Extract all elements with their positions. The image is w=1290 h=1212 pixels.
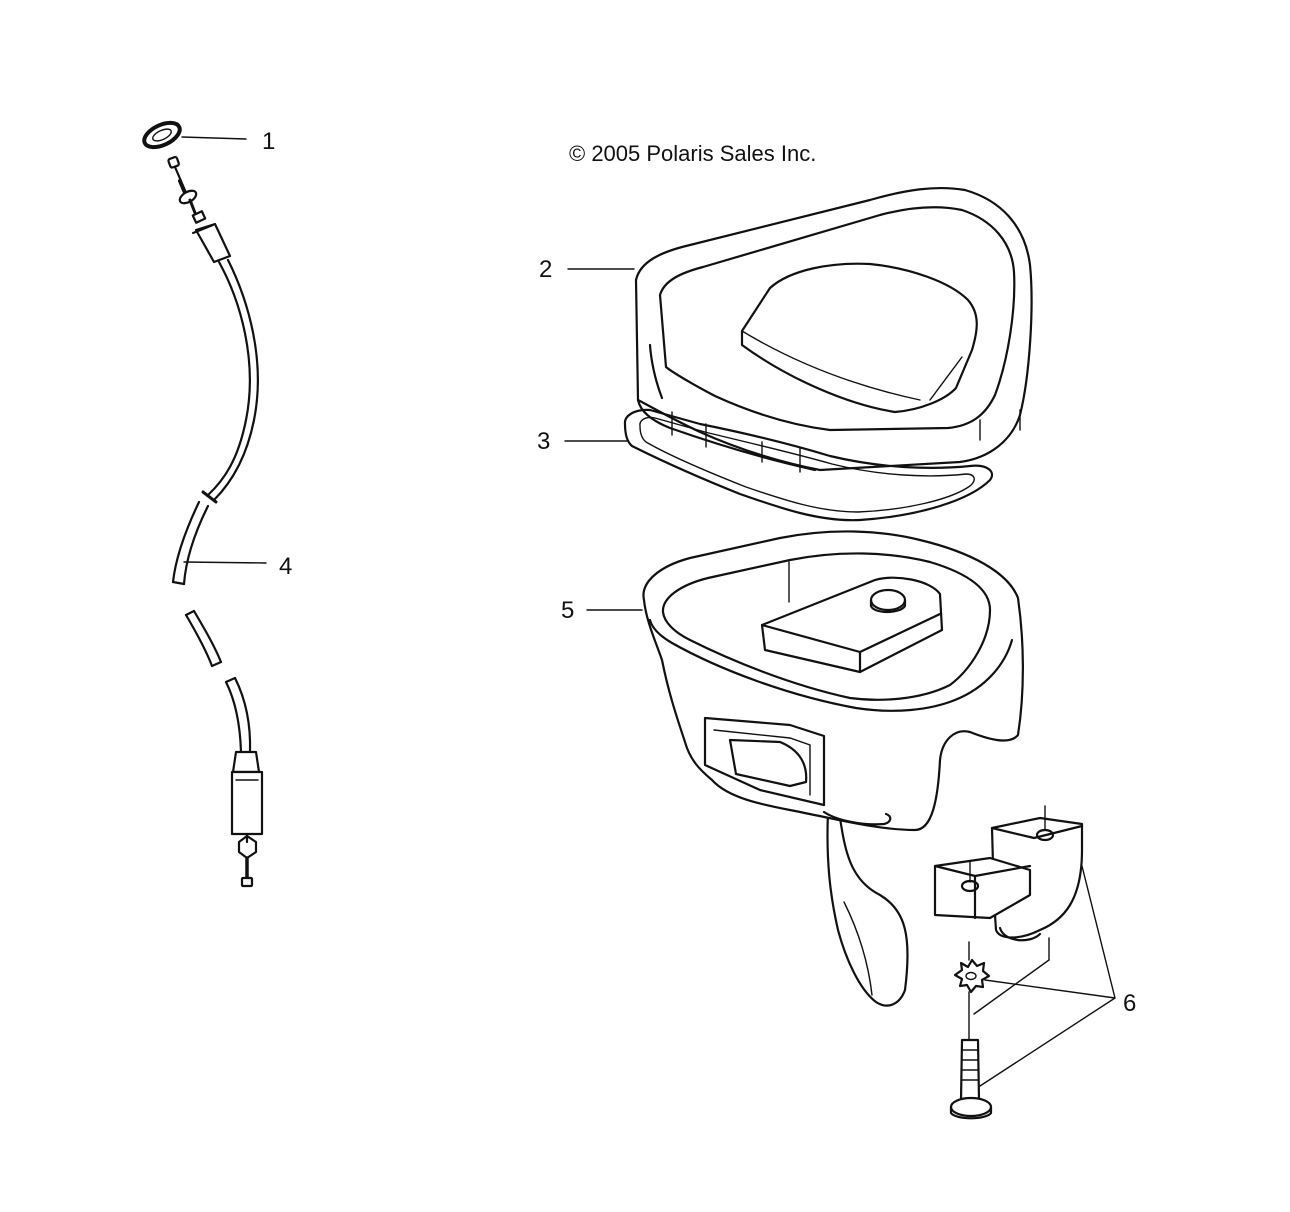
callout-6: 6 [1123, 990, 1137, 1017]
callout-2: 2 [539, 256, 553, 283]
o-ring-part [142, 120, 182, 150]
leader-line-6 [973, 865, 1116, 1087]
throttle-cable-part [167, 155, 264, 888]
leader-line-4 [183, 561, 267, 564]
clamp-hardware-part [933, 805, 1084, 1120]
callout-1: 1 [262, 128, 276, 155]
gasket-part [623, 408, 994, 522]
throttle-housing-part [642, 530, 1024, 1007]
housing-cover-part [634, 186, 1033, 473]
callout-4: 4 [279, 553, 293, 580]
leader-line-1 [181, 136, 247, 140]
callout-3: 3 [537, 428, 551, 455]
callout-5: 5 [561, 597, 575, 624]
copyright-notice: © 2005 Polaris Sales Inc. [569, 141, 817, 166]
